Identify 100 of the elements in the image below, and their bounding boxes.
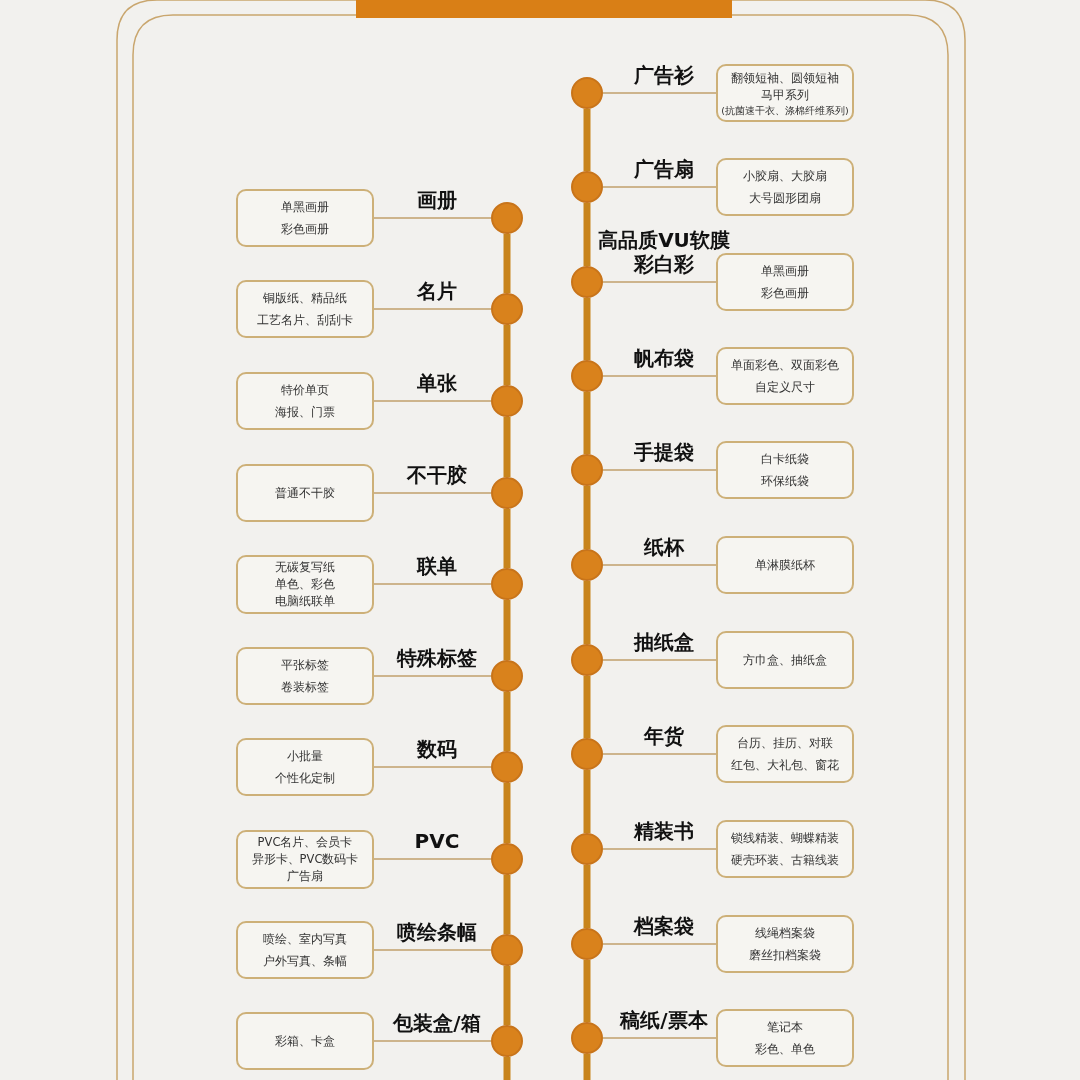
item-text: 户外写真、条幅 [263,953,347,970]
category-title: 抽纸盒 [634,630,694,654]
item-text: 单黑画册 [281,199,329,216]
item-text: (抗菌速干衣、涤棉纤维系列) [721,103,849,117]
category-title: 包装盒/箱 [393,1011,481,1035]
connector-line [602,564,717,566]
timeline-line [503,600,511,660]
timeline-line [503,417,511,477]
timeline-line [503,509,511,568]
item-box [716,347,854,405]
item-box [236,829,374,889]
connector-line [602,943,717,945]
timeline-line [503,692,511,751]
timeline-line [583,486,591,549]
item-text: 个性化定制 [275,770,335,787]
item-text: 马甲系列 [761,86,809,104]
item-text: 彩色画册 [281,221,329,238]
item-text: 大号圆形团扇 [749,190,821,207]
connector-line [373,858,492,860]
timeline-line [583,960,591,1022]
connector-line [373,1040,492,1042]
connector-line [602,659,717,661]
item-text: 小胶扇、大胶扇 [743,168,827,185]
item-text: 自定义尺寸 [755,379,815,396]
category-title: 广告扇 [634,157,694,181]
item-box [716,725,854,783]
connector-line [373,583,492,585]
item-text: 异形卡、PVC数码卡 [251,850,359,868]
connector-line [602,92,717,94]
item-box [236,464,374,522]
category-title: 不干胶 [407,463,467,487]
item-text: 无碳复写纸 [275,558,335,576]
timeline-line [583,770,591,833]
item-text: 白卡纸袋 [761,451,809,468]
timeline-line [503,875,511,934]
item-text: 彩色画册 [761,285,809,302]
item-text: 单面彩色、双面彩色 [731,357,839,374]
category-title: 年货 [644,724,684,748]
item-box [716,536,854,594]
item-text: 单黑画册 [761,263,809,280]
item-text: 笔记本 [767,1019,803,1036]
item-text: PVC名片、会员卡 [257,833,353,851]
category-title: 高品质VU软膜彩白彩 [597,228,731,276]
item-box [236,647,374,705]
item-text: 环保纸袋 [761,473,809,490]
timeline-line [503,966,511,1025]
category-title: 联单 [417,554,457,578]
connector-line [373,675,492,677]
item-text: 红包、大礼包、窗花 [731,757,839,774]
timeline-line [503,783,511,843]
connector-line [602,469,717,471]
timeline-line [583,581,591,644]
connector-line [602,1037,717,1039]
category-title: 单张 [417,371,457,395]
category-title: 纸杯 [644,535,684,559]
connector-line [373,492,492,494]
timeline-line [583,203,591,266]
connector-line [373,949,492,951]
connector-line [373,400,492,402]
connector-line [602,186,717,188]
item-text: 单淋膜纸杯 [755,557,815,574]
item-text: 普通不干胶 [275,485,335,502]
item-text: 卷装标签 [281,679,329,696]
item-text: 彩箱、卡盒 [275,1033,335,1050]
item-box [236,921,374,979]
connector-line [602,753,717,755]
item-box [236,189,374,247]
item-text: 方巾盒、抽纸盒 [743,652,827,669]
item-box [236,554,374,614]
item-text: 铜版纸、精品纸 [263,290,347,307]
item-text: 彩色、单色 [755,1041,815,1058]
category-title: 手提袋 [634,440,694,464]
category-title: 名片 [417,279,457,303]
timeline-line [503,325,511,385]
timeline-line [583,298,591,360]
connector-line [373,217,492,219]
item-box [236,372,374,430]
timeline-line [583,865,591,928]
item-box [716,820,854,878]
category-title: 广告衫 [634,63,694,87]
category-title: 稿纸/票本 [620,1008,708,1032]
item-box [716,64,854,122]
category-title: 精装书 [634,819,694,843]
category-title: 帆布袋 [634,346,694,370]
item-box [236,738,374,796]
item-text: 磨丝扣档案袋 [749,947,821,964]
category-title: 档案袋 [634,914,694,938]
timeline-line [503,234,511,293]
item-box [236,280,374,338]
item-text: 台历、挂历、对联 [737,735,833,752]
timeline-line [583,392,591,454]
category-title: 喷绘条幅 [397,920,477,944]
item-text: 工艺名片、刮刮卡 [257,312,353,329]
item-text: 特价单页 [281,382,329,399]
timeline-line [583,109,591,171]
item-box [716,441,854,499]
item-text: 小批量 [287,748,323,765]
item-text: 海报、门票 [275,404,335,421]
connector-line [602,375,717,377]
item-box [236,1012,374,1070]
